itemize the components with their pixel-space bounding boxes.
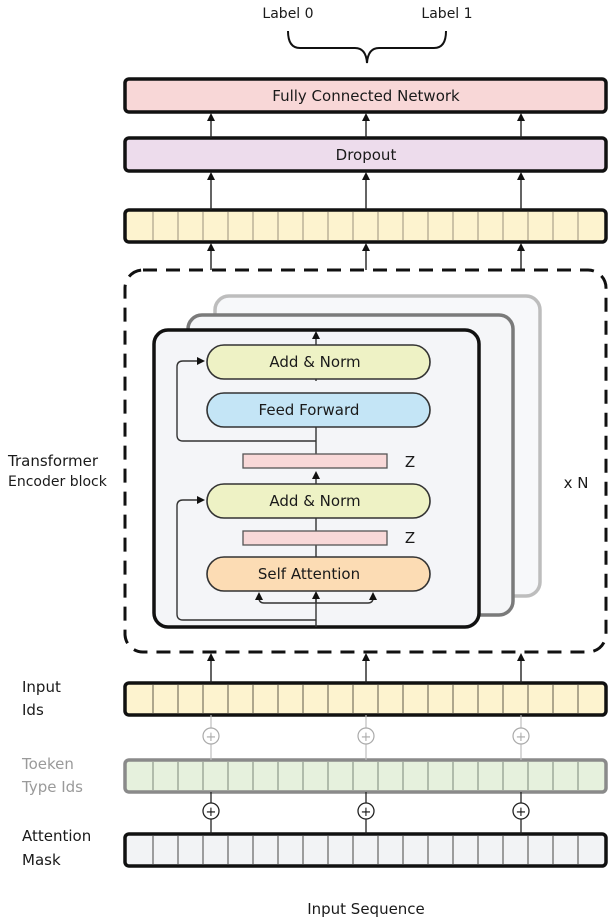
z-vector-top — [242, 453, 388, 469]
token-type-ids-row — [123, 758, 608, 794]
input-ids-row — [123, 681, 608, 717]
encoder-dashed-container — [123, 268, 608, 654]
plus-circle-icon — [512, 802, 530, 820]
input-sequence-label: Input Sequence — [307, 900, 425, 918]
z-vector-bottom — [242, 530, 388, 546]
plus-circle-icon — [202, 802, 220, 820]
z-label-top: Z — [405, 453, 415, 471]
attention-mask-row — [123, 832, 608, 868]
output-brace — [287, 30, 447, 64]
z-label-bottom: Z — [405, 529, 415, 547]
feed-forward-label: Feed Forward — [259, 401, 360, 419]
add-norm-top-block — [206, 344, 431, 380]
add-norm-top-label: Add & Norm — [269, 353, 360, 371]
fully-connected-layer — [123, 77, 608, 114]
attention-mask-label-line1: Attention — [22, 827, 91, 845]
encoder-inner-connections — [176, 331, 377, 627]
input-connectors: + + + + + + — [202, 653, 530, 834]
fully-connected-label: Fully Connected Network — [272, 87, 460, 105]
input-ids-frame — [123, 681, 608, 717]
plus-circle-icon — [512, 727, 530, 745]
feed-forward-block — [206, 392, 431, 428]
plus-sign: + — [206, 805, 217, 820]
output-label-1: Label 1 — [421, 6, 472, 22]
output-label-0: Label 0 — [262, 6, 313, 22]
token-type-label-line1: Toeken — [21, 755, 74, 773]
dropout-label: Dropout — [336, 146, 397, 164]
output-embedding-row — [123, 208, 608, 244]
plus-circle-icon — [357, 727, 375, 745]
self-attention-label: Self Attention — [258, 565, 360, 583]
token-type-ids-frame — [123, 758, 608, 794]
output-embedding-frame — [123, 208, 608, 244]
plus-circle-icon — [202, 727, 220, 745]
top-arrows — [207, 113, 525, 270]
input-ids-label-line1: Input — [22, 678, 61, 696]
add-norm-bottom-block — [206, 483, 431, 519]
input-ids-label-line2: Ids — [22, 701, 44, 719]
add-norm-bottom-label: Add & Norm — [269, 492, 360, 510]
repeat-label: x N — [564, 474, 589, 492]
self-attention-block — [206, 556, 431, 592]
plus-sign: + — [361, 805, 372, 820]
plus-sign: + — [516, 805, 527, 820]
plus-sign: + — [516, 730, 527, 745]
token-type-label-line2: Type Ids — [21, 778, 83, 796]
plus-sign: + — [361, 730, 372, 745]
attention-mask-label-line2: Mask — [22, 851, 61, 869]
plus-sign: + — [206, 730, 217, 745]
plus-circle-icon — [357, 802, 375, 820]
encoder-side-label-line2: Encoder block — [8, 474, 108, 490]
encoder-side-label-line1: Transformer — [7, 452, 99, 470]
attention-mask-frame — [123, 832, 608, 868]
